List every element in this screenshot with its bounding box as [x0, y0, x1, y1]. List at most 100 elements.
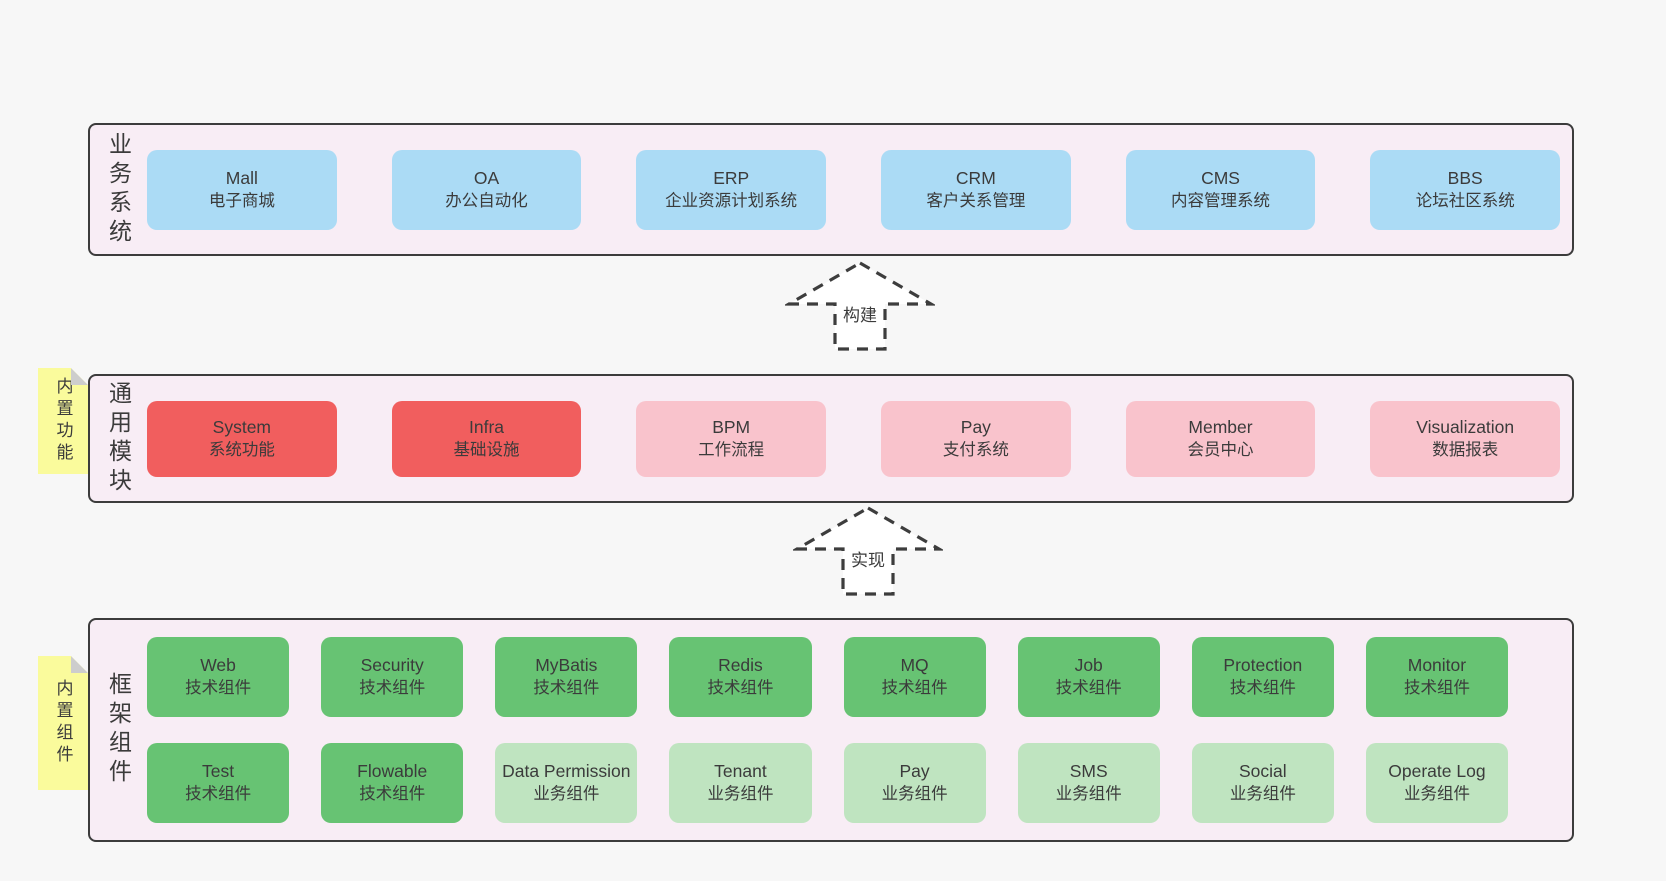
box-bpm: BPM 工作流程 — [636, 400, 827, 477]
box-bbs: BBS 论坛社区系统 — [1370, 149, 1561, 230]
sticky-note-text: 内置功能 — [53, 377, 73, 465]
box-erp: ERP 企业资源计划系统 — [636, 149, 827, 230]
box-subtitle: 论坛社区系统 — [1415, 191, 1515, 210]
box-crm: CRM 客户关系管理 — [881, 149, 1071, 230]
box-subtitle: 业务组件 — [1055, 785, 1122, 803]
box-subtitle: 基础设施 — [453, 440, 520, 459]
framework-components-row-1: Web 技术组件 Security 技术组件 MyBatis 技术组件 Redis 技术… — [147, 637, 1508, 717]
box-title: BBS — [1447, 167, 1483, 188]
box-title: Tenant — [714, 761, 767, 781]
box-subtitle: 业务组件 — [881, 785, 948, 803]
box-subtitle: 业务组件 — [707, 785, 774, 803]
box-title: System — [212, 416, 272, 437]
box-subtitle: 技术组件 — [359, 785, 426, 803]
box-title: Protection — [1223, 655, 1303, 675]
arrow-implement: 实现 — [793, 505, 943, 596]
box-pay-business: Pay 业务组件 — [843, 743, 986, 823]
box-redis: Redis 技术组件 — [669, 637, 812, 717]
box-visualization: Visualization 数据报表 — [1370, 400, 1561, 477]
box-subtitle: 客户关系管理 — [926, 191, 1026, 210]
box-subtitle: 技术组件 — [707, 679, 774, 697]
box-title: CMS — [1201, 167, 1240, 188]
box-subtitle: 技术组件 — [1403, 679, 1470, 697]
layer-common-modules: 通用模块 System 系统功能 Infra 基础设施 BPM 工作流程 Pay 支付系… — [88, 374, 1574, 503]
box-title: SMS — [1069, 761, 1108, 781]
box-subtitle: 业务组件 — [533, 785, 600, 803]
box-subtitle: 技术组件 — [1055, 679, 1122, 697]
box-title: Web — [200, 655, 236, 675]
box-title: Operate Log — [1388, 761, 1486, 781]
box-subtitle: 业务组件 — [1229, 785, 1296, 803]
box-security: Security 技术组件 — [321, 637, 464, 717]
box-mq: MQ 技术组件 — [843, 637, 986, 717]
box-subtitle: 电子商城 — [208, 191, 275, 210]
box-subtitle: 工作流程 — [698, 440, 765, 459]
box-social: Social 业务组件 — [1191, 743, 1334, 823]
box-cms: CMS 内容管理系统 — [1125, 149, 1316, 230]
box-title: Visualization — [1416, 416, 1515, 437]
box-subtitle: 技术组件 — [1229, 679, 1296, 697]
box-title: Infra — [468, 416, 505, 437]
box-flowable: Flowable 技术组件 — [321, 743, 464, 823]
layer-framework-components: 框架组件 Web 技术组件 Security 技术组件 MyBatis 技术组件 Re… — [88, 618, 1574, 842]
box-pay: Pay 支付系统 — [881, 400, 1071, 477]
box-data-permission: Data Permission 业务组件 — [495, 743, 638, 823]
box-title: MyBatis — [535, 655, 598, 675]
box-title: Flowable — [357, 761, 428, 781]
arrow-build-label: 构建 — [840, 301, 880, 327]
box-title: Pay — [899, 761, 930, 781]
box-subtitle: 数据报表 — [1432, 440, 1499, 459]
box-title: ERP — [713, 167, 750, 188]
box-mybatis: MyBatis 技术组件 — [495, 637, 638, 717]
box-title: Security — [360, 655, 424, 675]
box-title: Redis — [718, 655, 763, 675]
box-subtitle: 企业资源计划系统 — [665, 191, 798, 210]
box-title: Monitor — [1407, 655, 1467, 675]
box-title: OA — [473, 167, 500, 188]
box-subtitle: 支付系统 — [942, 440, 1009, 459]
box-web: Web 技术组件 — [147, 637, 290, 717]
arrow-implement-label: 实现 — [848, 546, 888, 572]
box-subtitle: 技术组件 — [185, 679, 252, 697]
box-title: MQ — [900, 655, 929, 675]
box-oa: OA 办公自动化 — [391, 149, 582, 230]
box-subtitle: 内容管理系统 — [1171, 191, 1271, 210]
box-title: Social — [1238, 761, 1287, 781]
box-title: Data Permission — [502, 761, 631, 781]
box-title: BPM — [712, 416, 751, 437]
sticky-note-text: 内置组件 — [53, 679, 73, 767]
box-title: CRM — [955, 167, 996, 188]
box-member: Member 会员中心 — [1125, 400, 1316, 477]
common-modules-row: System 系统功能 Infra 基础设施 BPM 工作流程 Pay 支付系统 Mem… — [147, 400, 1561, 477]
layer-common-modules-label: 通用模块 — [105, 380, 132, 497]
sticky-note-builtin-components: 内置组件 — [38, 656, 88, 790]
box-title: Member — [1188, 416, 1253, 437]
box-monitor: Monitor 技术组件 — [1365, 637, 1508, 717]
box-sms: SMS 业务组件 — [1017, 743, 1160, 823]
box-subtitle: 办公自动化 — [445, 191, 528, 210]
box-subtitle: 技术组件 — [359, 679, 426, 697]
box-subtitle: 技术组件 — [881, 679, 948, 697]
box-system: System 系统功能 — [147, 400, 337, 477]
box-protection: Protection 技术组件 — [1191, 637, 1334, 717]
box-title: Pay — [960, 416, 991, 437]
box-operate-log: Operate Log 业务组件 — [1365, 743, 1508, 823]
box-subtitle: 技术组件 — [533, 679, 600, 697]
box-subtitle: 系统功能 — [208, 440, 275, 459]
folded-corner-icon — [71, 656, 88, 673]
layer-framework-components-label: 框架组件 — [105, 672, 132, 788]
box-infra: Infra 基础设施 — [391, 400, 582, 477]
box-subtitle: 业务组件 — [1403, 785, 1470, 803]
folded-corner-icon — [71, 368, 88, 385]
box-subtitle: 会员中心 — [1187, 440, 1254, 459]
sticky-note-builtin-features: 内置功能 — [38, 368, 88, 474]
arrow-build: 构建 — [785, 260, 935, 351]
box-tenant: Tenant 业务组件 — [669, 743, 812, 823]
